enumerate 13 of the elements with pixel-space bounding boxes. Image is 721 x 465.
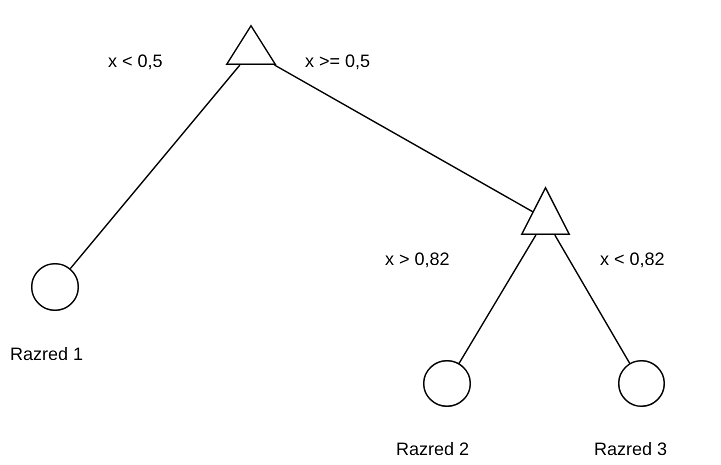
leaf-circle — [31, 263, 79, 311]
split-triangle — [521, 187, 570, 235]
connector-line — [274, 64, 534, 212]
split-triangle — [226, 25, 276, 65]
edge-label: x > 0,82 — [385, 250, 450, 270]
leaf-circle — [423, 360, 471, 407]
edge-label: x < 0,5 — [108, 52, 163, 72]
connector-line — [70, 64, 240, 270]
connector-line — [554, 234, 630, 364]
leaf-circle — [618, 360, 665, 407]
edge-label: x < 0,82 — [600, 250, 665, 270]
connector-line — [458, 234, 537, 364]
edge-label: x >= 0,5 — [305, 52, 370, 72]
